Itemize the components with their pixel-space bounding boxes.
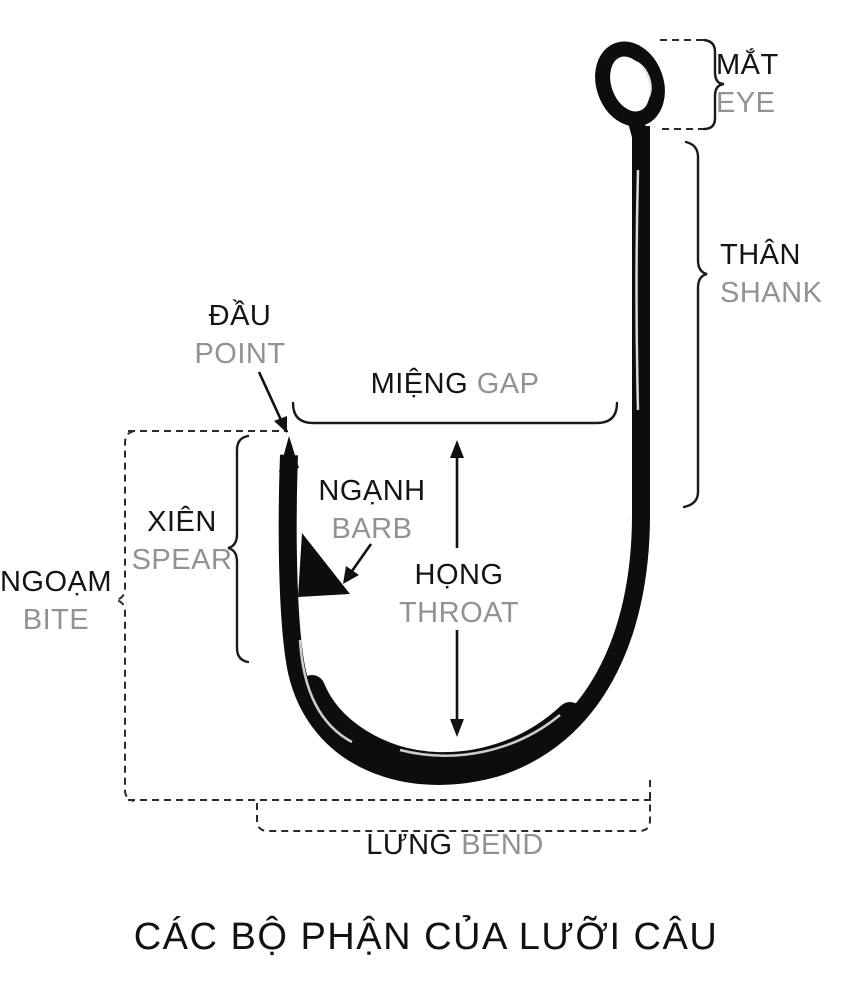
hook-eye-highlight bbox=[621, 60, 652, 103]
bite-label-en: BITE bbox=[22, 604, 90, 636]
point-label-vi: ĐẦU bbox=[208, 300, 272, 332]
throat-label: HỌNG THROAT bbox=[384, 556, 534, 632]
barb-arrow-line bbox=[350, 543, 373, 572]
spear-label: XIÊN SPEAR bbox=[107, 503, 257, 579]
gap-label-vi: MIỆNG bbox=[370, 368, 469, 400]
shank-label-en: SHANK bbox=[720, 277, 823, 309]
point-label-en: POINT bbox=[194, 338, 286, 370]
eye-label: MẮT EYE bbox=[716, 46, 779, 122]
gap-label: MIỆNG GAP bbox=[290, 365, 620, 403]
bend-label-en: BEND bbox=[461, 829, 544, 861]
shank-brace bbox=[682, 140, 708, 509]
spear-label-en: SPEAR bbox=[131, 544, 233, 576]
barb-arrow-head bbox=[343, 566, 359, 584]
gap-label-en: GAP bbox=[476, 368, 540, 400]
point-highlight bbox=[298, 639, 353, 744]
shank-label: THÂN SHANK bbox=[720, 236, 822, 312]
bend-label: LƯNG BEND bbox=[290, 826, 620, 864]
pointer-arrows bbox=[257, 371, 464, 737]
dashed-measure-lines bbox=[115, 39, 708, 832]
hook-body bbox=[278, 41, 665, 785]
hook-shank-bend bbox=[278, 126, 650, 785]
eye-label-en: EYE bbox=[716, 87, 776, 119]
bend-label-vi: LƯNG bbox=[366, 829, 453, 861]
bite-label: NGOẠM BITE bbox=[0, 563, 131, 639]
diagram-title: CÁC BỘ PHẬN CỦA LƯỠI CÂU bbox=[133, 916, 719, 958]
throat-label-vi: HỌNG bbox=[414, 559, 504, 591]
spear-label-vi: XIÊN bbox=[147, 506, 217, 538]
eye-label-vi: MẮT bbox=[716, 49, 779, 81]
point-arrow-line bbox=[257, 371, 283, 421]
bite-label-vi: NGOẠM bbox=[0, 566, 113, 598]
point-label: ĐẦU POINT bbox=[165, 297, 315, 373]
bend-highlight bbox=[399, 714, 561, 757]
hook-point-tip bbox=[279, 436, 299, 472]
barb-label: NGẠNH BARB bbox=[297, 472, 447, 548]
hook-bend-thickness bbox=[299, 675, 583, 779]
point-arrow-head bbox=[274, 416, 287, 433]
shank-label-vi: THÂN bbox=[720, 239, 801, 271]
bend-bracket bbox=[256, 803, 651, 832]
throat-label-en: THROAT bbox=[398, 597, 520, 629]
eye-brace bbox=[702, 38, 725, 131]
barb-label-en: BARB bbox=[331, 513, 413, 545]
bite-brace bbox=[115, 430, 135, 802]
hook-barb-spike bbox=[298, 533, 350, 597]
gap-bracket bbox=[291, 401, 619, 425]
spear-brace bbox=[227, 434, 250, 664]
throat-arrow-down-head bbox=[450, 719, 464, 737]
shank-highlight bbox=[635, 169, 640, 411]
barb-label-vi: NGẠNH bbox=[318, 475, 426, 507]
hook-eye-stub bbox=[626, 111, 649, 143]
hook-eye-ring bbox=[595, 41, 665, 127]
hook-eye bbox=[595, 41, 665, 127]
throat-arrow-up-head bbox=[450, 440, 464, 458]
solid-braces bbox=[227, 38, 725, 664]
